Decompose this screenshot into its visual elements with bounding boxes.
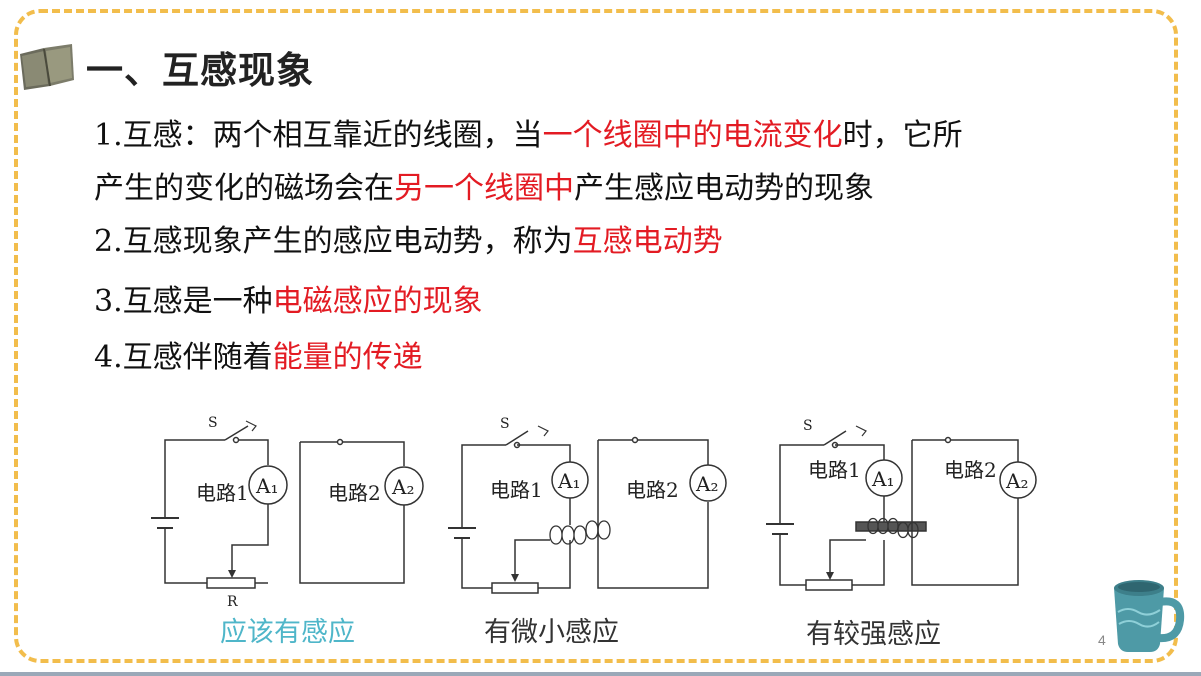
item-1-text: 1.互感：两个相互靠近的线圈，当	[94, 118, 543, 153]
page-number: 4	[1098, 632, 1106, 648]
switch-1	[224, 425, 249, 441]
item-2: 2.互感现象产生的感应电动势，称为互感电动势	[94, 216, 723, 260]
ammeter-2-label-2: A₂	[695, 472, 718, 496]
item-1-highlight: 一个线圈中的电流变化	[542, 118, 843, 153]
item-1-cont-text: 产生的变化的磁场会在	[94, 171, 394, 206]
slide-frame	[14, 9, 1178, 663]
switch-label-2: S	[500, 416, 510, 432]
item-1-line-1: 1.互感：两个相互靠近的线圈，当一个线圈中的电流变化时，它所	[94, 110, 963, 154]
ammeter-1	[248, 465, 288, 505]
item-4-text: 4.互感伴随着	[94, 340, 273, 375]
item-3: 3.互感是一种电磁感应的现象	[94, 276, 483, 320]
circuit-2-label: 电路2	[328, 481, 381, 505]
item-1-text-end: 时，它所	[842, 118, 963, 153]
ammeter-2-label: A₂	[391, 475, 414, 499]
caption-3: 有较强感应	[806, 619, 941, 650]
item-4: 4.互感伴随着能量的传递	[94, 332, 423, 376]
item-2-text: 2.互感现象产生的感应电动势，称为	[94, 224, 573, 259]
switch-label-3: S	[803, 418, 813, 434]
item-3-highlight: 电磁感应的现象	[272, 284, 483, 319]
circuit-1-label-3: 电路1	[808, 458, 861, 482]
slide-bottom-edge	[0, 672, 1201, 676]
item-1-cont-end: 产生感应电动势的现象	[574, 171, 874, 206]
book-icon	[20, 44, 74, 90]
circuit-1-label-2: 电路1	[490, 478, 543, 502]
switch-label: S	[208, 415, 218, 431]
item-2-highlight: 互感电动势	[572, 224, 723, 259]
item-3-text: 3.互感是一种	[94, 284, 273, 319]
circuit-diagrams: S 电路1 A₁ 电路2 A₂ R S 电路1 A₁ 电路2 A₂	[151, 415, 1037, 610]
ammeter-2	[384, 466, 424, 506]
circuit-diagram-1	[151, 420, 424, 589]
circuit-2-label-2: 电路2	[626, 478, 679, 502]
caption-1: 应该有感应	[220, 617, 355, 648]
circuit-1-label: 电路1	[196, 481, 249, 505]
ammeter-2-label-3: A₂	[1005, 469, 1028, 493]
circuit-diagram-2	[448, 425, 727, 594]
item-4-highlight: 能量的传递	[272, 340, 423, 375]
item-1-line-2: 产生的变化的磁场会在另一个线圈中产生感应电动势的现象	[94, 163, 874, 207]
ammeter-1-label-2: A₁	[557, 469, 580, 493]
cup-icon	[1114, 580, 1185, 652]
page-title: 一、互感现象	[86, 49, 314, 92]
item-1-cont-highlight: 另一个线圈中	[394, 171, 574, 206]
caption-2: 有微小感应	[484, 617, 619, 648]
circuit-2-label-3: 电路2	[944, 458, 997, 482]
resistor-label: R	[227, 594, 238, 610]
ammeter-1-label: A₁	[255, 474, 278, 498]
ammeter-1-label-3: A₁	[871, 467, 894, 491]
circuit-diagram-3	[766, 425, 1037, 591]
